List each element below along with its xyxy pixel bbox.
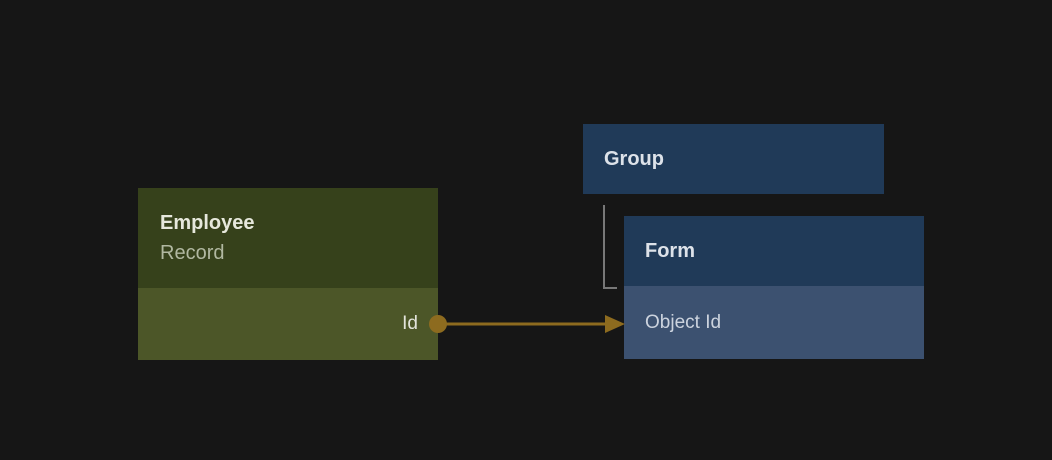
node-employee-header: Employee Record <box>138 188 438 288</box>
node-group-title: Group <box>604 147 664 170</box>
node-form-header: Form <box>624 216 924 286</box>
node-employee-subtitle: Record <box>160 242 225 264</box>
node-form-title: Form <box>645 239 695 262</box>
group-form-connector <box>603 205 617 289</box>
node-form[interactable]: Form Object Id <box>624 216 924 359</box>
node-employee-title: Employee <box>160 212 255 234</box>
field-id-label: Id <box>402 313 418 334</box>
field-row-object-id[interactable]: Object Id <box>624 286 924 359</box>
field-row-id[interactable]: Id <box>138 288 438 360</box>
relation-arrowhead <box>605 315 625 333</box>
node-group[interactable]: Group <box>583 124 884 194</box>
relation-arrow[interactable] <box>429 315 625 333</box>
field-object-id-label: Object Id <box>645 311 722 333</box>
node-employee-record[interactable]: Employee Record Id <box>138 188 438 360</box>
